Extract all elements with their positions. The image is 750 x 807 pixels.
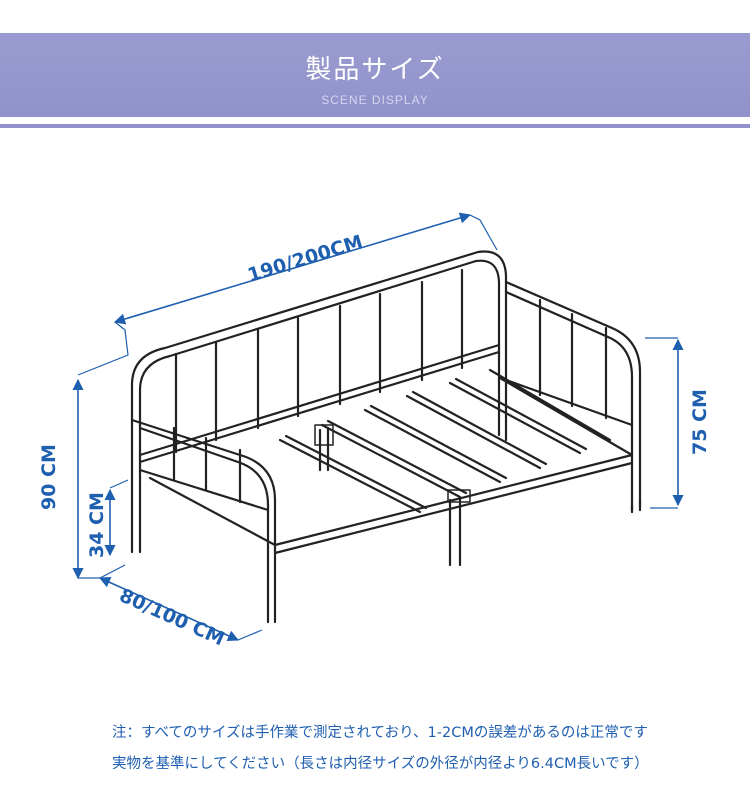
page-subtitle: SCENE DISPLAY (321, 93, 429, 107)
arm-height-label: 75 CM (689, 389, 711, 455)
depth-dimension-line (98, 577, 240, 641)
depth-label: 80/100 CM (116, 584, 228, 650)
seat-height-label: 34 CM (86, 492, 108, 558)
note-line-1: 注：すべてのサイズは手作業で測定されており、1-2CMの誤差があるのは正常です (112, 725, 648, 741)
header-banner: 製品サイズ SCENE DISPLAY (0, 33, 750, 117)
length-label: 190/200CM (245, 231, 365, 287)
total-height-label: 90 CM (38, 444, 60, 510)
dimension-lines (72, 212, 684, 641)
bed-frame (130, 250, 642, 624)
note-line-2: 実物を基準にしてください（長さは内径サイズの外径が内径より6.4CM長いです） (112, 756, 649, 772)
header-divider (0, 124, 750, 128)
length-dimension-line (113, 212, 472, 325)
page-title: 製品サイズ (305, 55, 445, 85)
